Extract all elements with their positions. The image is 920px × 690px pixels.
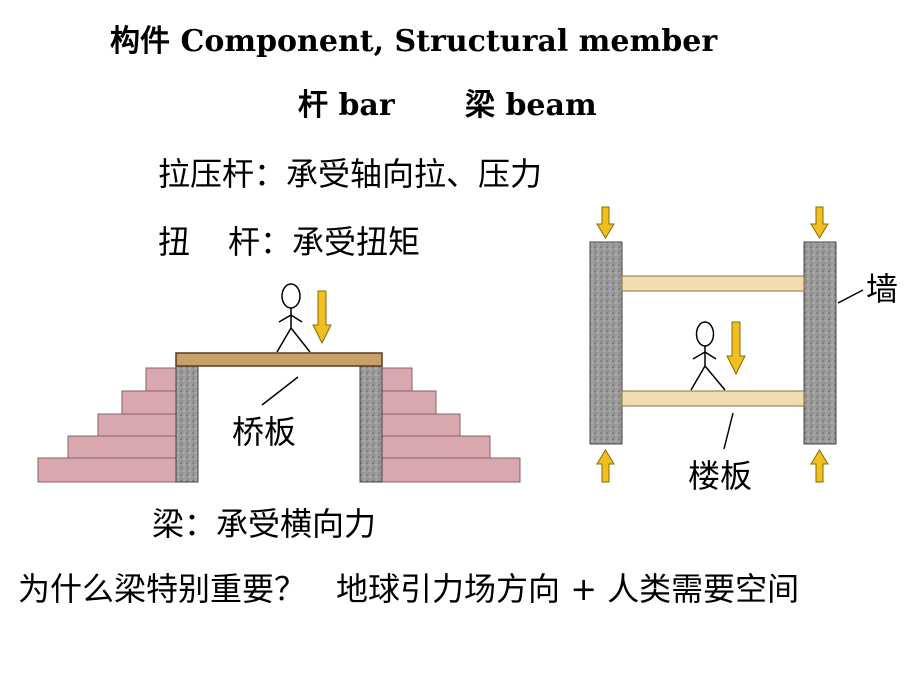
down-arrow-icon: [810, 206, 829, 239]
title-line: 构件 Component, Structural member: [110, 24, 718, 59]
floor-slab-leader: [723, 412, 734, 450]
up-arrow-icon: [810, 449, 829, 483]
question-line: 为什么梁特别重要？ 地球引力场方向 + 人类需要空间: [18, 573, 799, 605]
beam-definition: 梁：承受横向力: [152, 505, 377, 543]
down-arrow-icon: [312, 290, 332, 345]
right-pier: [359, 365, 383, 483]
beam-term: 梁 beam: [465, 88, 597, 123]
bridge-plank: [175, 352, 383, 367]
left-stairs: [37, 367, 177, 483]
left-wall: [589, 241, 623, 445]
right-stairs: [381, 367, 521, 483]
question-text: 为什么梁特别重要？: [18, 570, 307, 608]
stick-figure-icon: [276, 283, 311, 353]
down-arrow-icon: [596, 206, 615, 239]
right-wall: [803, 241, 837, 445]
lower-beam: [621, 390, 805, 407]
left-pier: [175, 365, 199, 483]
bar-term: 杆 bar: [298, 88, 395, 123]
up-arrow-icon: [596, 449, 615, 483]
down-arrow-icon: [726, 321, 746, 376]
upper-beam: [621, 275, 805, 292]
torsion-char: 扭: [158, 223, 191, 261]
wall-leader: [837, 289, 864, 304]
answer-text: 地球引力场方向 + 人类需要空间: [336, 570, 800, 608]
torsion-rest: 杆：承受扭矩: [228, 223, 421, 261]
floor-slab-label: 楼板: [688, 457, 752, 495]
axial-bar-definition: 拉压杆：承受轴向拉、压力: [158, 155, 543, 193]
wall-label: 墙: [866, 270, 898, 308]
bridge-deck-leader: [261, 376, 299, 406]
stick-figure-icon: [690, 321, 726, 391]
torsion-bar-definition: 扭杆：承受扭矩: [158, 226, 420, 258]
bridge-deck-label: 桥板: [232, 413, 296, 451]
